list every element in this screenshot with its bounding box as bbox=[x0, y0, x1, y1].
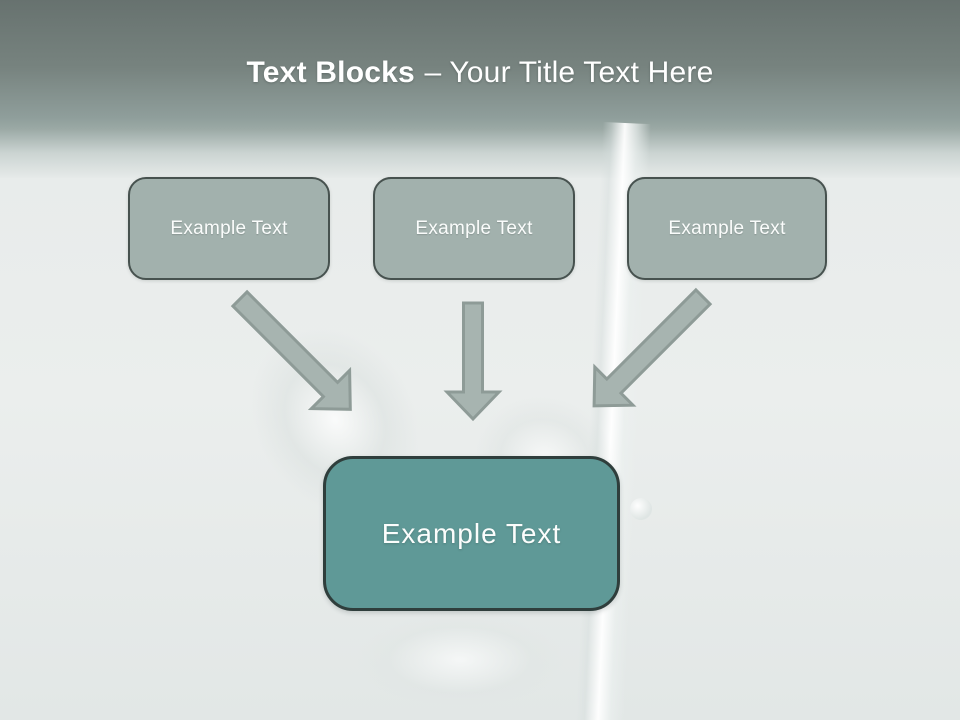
result-block-label: Example Text bbox=[381, 517, 562, 549]
text-block-3: Example Text bbox=[627, 177, 827, 280]
page-title: Text Blocks – Your Title Text Here bbox=[0, 53, 960, 93]
title-bar bbox=[0, 0, 960, 178]
text-block-3-label: Example Text bbox=[668, 217, 786, 239]
text-block-1: Example Text bbox=[128, 177, 330, 280]
page-title-bold-segment: Text Blocks bbox=[246, 56, 415, 89]
text-block-2-label: Example Text bbox=[415, 217, 533, 239]
page-title-regular-segment: – Your Title Text Here bbox=[424, 56, 714, 89]
water-swirl-texture bbox=[330, 600, 590, 720]
text-block-2: Example Text bbox=[373, 177, 575, 280]
water-bubble-texture bbox=[630, 498, 652, 520]
text-block-1-label: Example Text bbox=[170, 217, 288, 239]
result-block: Example Text bbox=[323, 456, 620, 611]
